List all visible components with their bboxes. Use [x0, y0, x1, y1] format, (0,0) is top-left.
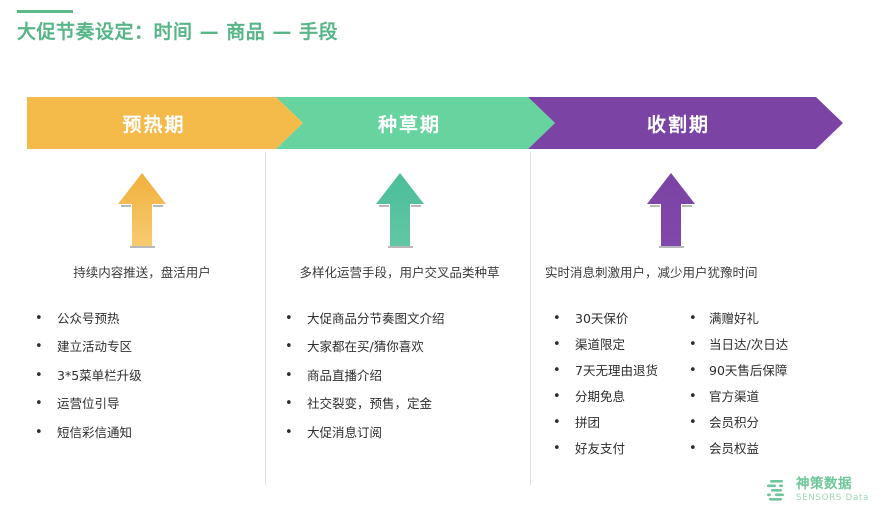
column-divider [265, 152, 266, 485]
column-divider [530, 152, 531, 485]
list-item: 公众号预热 [27, 312, 257, 326]
stage-banner: 预热期 种草期 收割期 [0, 97, 890, 149]
list-item: 建立活动专区 [27, 340, 257, 354]
list-item: 满赠好礼 [687, 312, 847, 326]
list-item: 分期免息 [545, 390, 687, 404]
sensors-logo-icon [767, 480, 784, 501]
list-item: 会员权益 [687, 442, 847, 456]
list-item: 商品直播介绍 [277, 369, 522, 383]
stage-label-preheat: 预热期 [122, 113, 186, 136]
title-rule [17, 10, 73, 13]
stage-column-preheat: 持续内容推送，盘活用户 公众号预热 建立活动专区 3*5菜单栏升级 运营位引导 … [27, 152, 257, 455]
stage-column-seeding: 多样化运营手段，用户交叉品类种草 大促商品分节奏图文介绍 大家都在买/猜你喜欢 … [277, 152, 522, 455]
list-item: 拼团 [545, 416, 687, 430]
list-item: 短信彩信通知 [27, 426, 257, 440]
list-item: 渠道限定 [545, 338, 687, 352]
arrow-container [277, 152, 522, 264]
list-item: 运营位引导 [27, 397, 257, 411]
list-item: 社交裂变，预售，定金 [277, 397, 522, 411]
brand-logo: 神策数据 SENSORS Data [763, 477, 869, 503]
list-item: 大家都在买/猜你喜欢 [277, 340, 522, 354]
logo-name-en: SENSORS Data [796, 492, 870, 503]
list-item: 7天无理由退货 [545, 364, 687, 378]
stage-column-harvest: 实时消息刺激用户，减少用户犹豫时间 30天保价 渠道限定 7天无理由退货 分期免… [545, 152, 865, 469]
list-item: 会员积分 [687, 416, 847, 430]
arrow-container [27, 152, 257, 264]
column-caption: 实时消息刺激用户，减少用户犹豫时间 [545, 265, 758, 280]
logo-text: 神策数据 SENSORS Data [796, 476, 870, 503]
tactic-list-right: 满赠好礼 当日达/次日达 90天售后保障 官方渠道 会员积分 会员权益 [687, 312, 847, 469]
stage-chevron-seeding[interactable]: 种草期 [276, 97, 555, 149]
list-item: 90天售后保障 [687, 364, 847, 378]
list-item: 当日达/次日达 [687, 338, 847, 352]
list-item: 3*5菜单栏升级 [27, 369, 257, 383]
column-caption: 持续内容推送，盘活用户 [73, 265, 211, 280]
stage-chevron-preheat[interactable]: 预热期 [27, 97, 303, 149]
stage-label-seeding: 种草期 [377, 113, 441, 136]
up-arrow-icon [375, 173, 424, 248]
column-caption: 多样化运营手段，用户交叉品类种草 [299, 265, 500, 280]
stage-chevron-harvest[interactable]: 收割期 [528, 97, 843, 149]
arrow-container [545, 152, 865, 264]
list-item: 大促商品分节奏图文介绍 [277, 312, 522, 326]
page-header: 大促节奏设定：时间 — 商品 — 手段 [17, 10, 617, 43]
tactic-list: 公众号预热 建立活动专区 3*5菜单栏升级 运营位引导 短信彩信通知 [27, 312, 257, 440]
list-item: 官方渠道 [687, 390, 847, 404]
logo-name-cn: 神策数据 [796, 476, 852, 492]
list-item: 好友支付 [545, 442, 687, 456]
page-title: 大促节奏设定：时间 — 商品 — 手段 [17, 21, 338, 43]
tactic-list-group: 30天保价 渠道限定 7天无理由退货 分期免息 拼团 好友支付 满赠好礼 当日达… [545, 312, 865, 469]
tactic-list: 大促商品分节奏图文介绍 大家都在买/猜你喜欢 商品直播介绍 社交裂变，预售，定金… [277, 312, 522, 440]
list-item: 大促消息订阅 [277, 426, 522, 440]
up-arrow-icon [647, 173, 695, 248]
up-arrow-icon [118, 173, 166, 248]
stage-label-harvest: 收割期 [646, 113, 710, 136]
list-item: 30天保价 [545, 312, 687, 326]
tactic-list-left: 30天保价 渠道限定 7天无理由退货 分期免息 拼团 好友支付 [545, 312, 687, 469]
